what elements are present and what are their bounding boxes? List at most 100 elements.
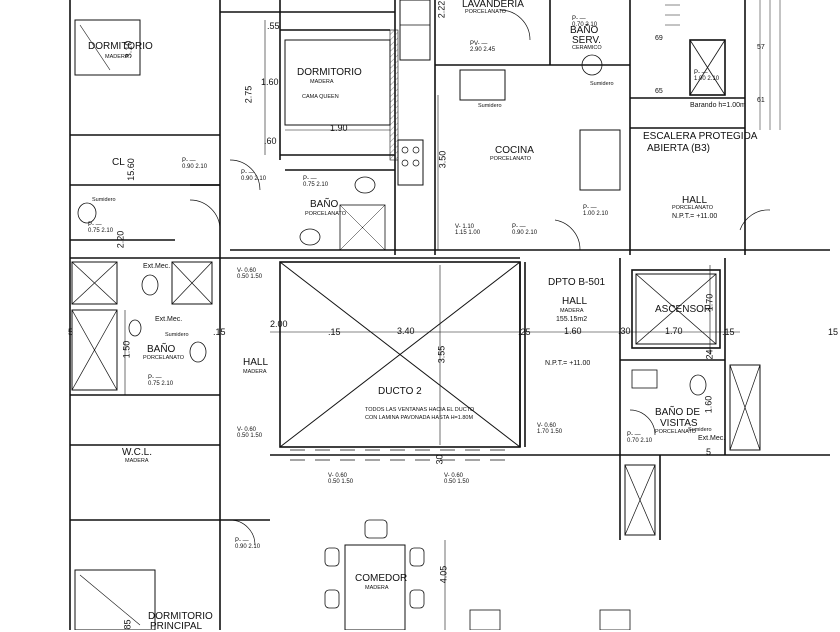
room-bano-serv-2: SERV. (572, 35, 601, 46)
room-dormitorio: DORMITORIO (88, 41, 153, 52)
dim: 1.60 (703, 395, 714, 414)
room-cocina: COCINA (495, 145, 534, 156)
opening-tag: P- —0.70 2.10 (627, 432, 653, 444)
dim: 1.70 (665, 326, 683, 336)
room-mat: PORCELANATO (143, 355, 185, 361)
room-mat: PORCELANATO (655, 429, 697, 435)
note-sumidero: Sumidero (92, 197, 116, 203)
bed-principal (74, 569, 156, 630)
dim: 4.05 (438, 565, 449, 584)
dining-table (344, 544, 406, 630)
dim: 3.10 (123, 40, 134, 59)
room-wcl: W.C.L. (122, 447, 153, 458)
dim: .25 (518, 327, 531, 337)
dim: .60 (264, 136, 277, 146)
room-mat: PORCELANATO (465, 9, 507, 15)
dim: 3.50 (437, 150, 448, 169)
room-mat: MADERA (560, 308, 584, 314)
dim: .55 (267, 21, 280, 31)
dim: 65 (655, 88, 663, 95)
opening-tag: P- —0.90 2.10 (241, 170, 267, 182)
dim: .15 (722, 327, 735, 337)
room-ducto: DUCTO 2 (378, 386, 422, 397)
dim: 1.50 (121, 340, 132, 359)
opening-tag: P- —1.00 2.10 (694, 70, 720, 82)
barando-note: Barando h=1.00m (690, 102, 746, 109)
room-lavanderia: LAVANDERIA (462, 0, 524, 10)
note-sumidero: Sumidero (688, 427, 712, 433)
ducto-note-2: CON LAMINA PAVONADA HASTA H=1.80M (365, 415, 474, 421)
dim: 61 (757, 97, 765, 104)
npt-right: N.P.T.= +11.00 (672, 213, 718, 220)
dim: 3.55 (436, 345, 447, 364)
room-comedor: COMEDOR (355, 573, 408, 584)
room-mat: MADERA (243, 369, 267, 375)
room-dorm-principal-2: PRINCIPAL (150, 621, 203, 632)
dim: 69 (655, 35, 663, 42)
dim: 2.75 (243, 85, 254, 104)
dim: 15 (828, 327, 839, 337)
stair-label-2: ABIERTA (B3) (647, 143, 710, 154)
room-cl: CL (112, 157, 125, 168)
ducto-note-1: TODOS LAS VENTANAS HACIA EL DUCTO (365, 407, 475, 413)
opening-tag: P- —0.75 2.10 (88, 222, 114, 234)
room-hall-right: HALL (682, 195, 708, 206)
note-sumidero: Sumidero (590, 81, 614, 87)
opening-tag: P- —1.00 2.10 (583, 205, 609, 217)
opening-tag: P- —0.90 2.10 (512, 224, 538, 236)
npt-main: N.P.T.= +11.00 (545, 360, 591, 367)
opening-tag: P- —0.70 2.10 (572, 16, 598, 28)
dim: 1.60 (261, 77, 279, 87)
room-bano: BAÑO (310, 199, 339, 210)
dim: 3.40 (397, 326, 415, 336)
opening-tag: P- —0.90 2.10 (235, 538, 261, 550)
room-hall-main: HALL (562, 296, 588, 307)
dim: 2.22 (436, 0, 447, 19)
room-mat: CERAMICO (572, 45, 602, 51)
stair-shaft (689, 39, 726, 96)
dim: 24 (704, 349, 715, 360)
room-mat: MADERA (310, 79, 334, 85)
room-bano-visitas: BAÑO DE (655, 407, 701, 418)
dim: 30 (434, 454, 445, 465)
dim: 1.60 (564, 326, 582, 336)
note-sumidero: Sumidero (478, 103, 502, 109)
dim: 2.00 (270, 319, 288, 329)
dim: .15 (213, 327, 226, 337)
room-mat: PORCELANATO (672, 205, 714, 211)
note-ext-mec: Ext.Mec. (143, 263, 171, 270)
note-ext-mec: Ext.Mec. (155, 316, 183, 323)
room-hall-left: HALL (243, 357, 269, 368)
room-mat: PORCELANATO (305, 211, 347, 217)
room-ascensor: ASCENSOR (655, 304, 712, 315)
room-mat: PORCELANATO (490, 156, 532, 162)
dim: .30 (618, 326, 631, 336)
dim: .15 (328, 327, 341, 337)
room-dpto: DPTO B-501 (548, 277, 606, 288)
bed-queen (284, 39, 391, 126)
dim: 57 (757, 44, 765, 51)
note-sumidero: Sumidero (165, 332, 189, 338)
opening-tag: PV- —2.90 2.45 (470, 41, 496, 53)
room-bano-serv: BAÑO (570, 25, 599, 36)
dim: 5 (68, 327, 74, 337)
opening-tag: P- —0.90 2.10 (182, 158, 208, 170)
room-bano-2: BAÑO (147, 344, 176, 355)
room-dorm-principal: DORMITORIO (148, 611, 213, 622)
note-ext-mec: Ext.Mec. (698, 435, 726, 442)
dim: 5 (706, 447, 712, 457)
room-mat: MADERA (105, 54, 129, 60)
dim: 1.70 (704, 293, 715, 312)
bed-dorm1 (74, 19, 141, 76)
room-mat: MADERA (365, 585, 389, 591)
elevator (631, 269, 721, 349)
room-mat: MADERA (125, 458, 149, 464)
room-area: 155.15m2 (556, 316, 588, 323)
stair-label-1: ESCALERA PROTEGIDA (643, 131, 758, 142)
